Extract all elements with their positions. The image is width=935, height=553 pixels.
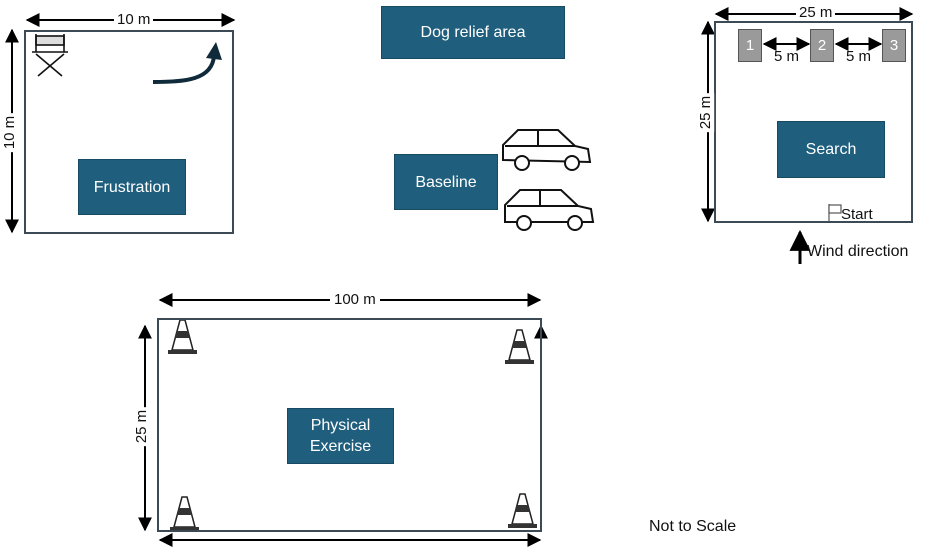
start-label: Start bbox=[841, 206, 873, 223]
wind-direction-label: Wind direction bbox=[807, 243, 909, 260]
scale-note: Not to Scale bbox=[649, 518, 737, 535]
spacing-label-1: 5 m bbox=[774, 48, 800, 65]
flag-icon bbox=[828, 204, 842, 221]
dog-relief-label: Dog relief area bbox=[420, 24, 526, 41]
baseline-box: Baseline bbox=[394, 154, 498, 210]
container-2: 2 bbox=[810, 29, 834, 62]
container-2-label: 2 bbox=[817, 37, 827, 54]
search-height-label: 25 m bbox=[697, 92, 715, 133]
container-1: 1 bbox=[738, 29, 762, 62]
spacing-label-2: 5 m bbox=[846, 48, 872, 65]
traffic-cone-icon bbox=[508, 493, 537, 528]
frustration-box: Frustration bbox=[78, 159, 186, 215]
traffic-cone-icon bbox=[170, 496, 199, 531]
physical-label-line2: Exercise bbox=[309, 438, 372, 455]
physical-height-label: 25 m bbox=[133, 406, 151, 447]
car-icon bbox=[504, 189, 595, 231]
physical-exercise-area bbox=[157, 318, 542, 532]
physical-label-line1: Physical bbox=[310, 417, 371, 434]
traffic-cone-icon bbox=[168, 319, 197, 354]
frustration-label: Frustration bbox=[93, 178, 171, 196]
search-box: Search bbox=[777, 121, 885, 178]
frustration-height-label: 10 m bbox=[1, 112, 19, 153]
physical-exercise-box: Physical Exercise bbox=[287, 408, 394, 464]
physical-width-label: 100 m bbox=[330, 291, 380, 308]
baseline-label: Baseline bbox=[415, 173, 477, 191]
search-width-label: 25 m bbox=[796, 4, 836, 21]
container-1-label: 1 bbox=[745, 37, 755, 54]
chair-icon bbox=[32, 34, 68, 77]
container-3: 3 bbox=[882, 29, 906, 62]
frustration-area bbox=[24, 30, 234, 234]
search-label: Search bbox=[805, 141, 857, 158]
frustration-width-label: 10 m bbox=[114, 11, 154, 28]
container-3-label: 3 bbox=[889, 37, 899, 54]
search-area bbox=[714, 21, 913, 223]
traffic-cone-icon bbox=[505, 329, 534, 364]
car-icon bbox=[502, 129, 592, 171]
dog-relief-box: Dog relief area bbox=[381, 6, 565, 59]
curved-arrow-icon bbox=[152, 42, 222, 84]
